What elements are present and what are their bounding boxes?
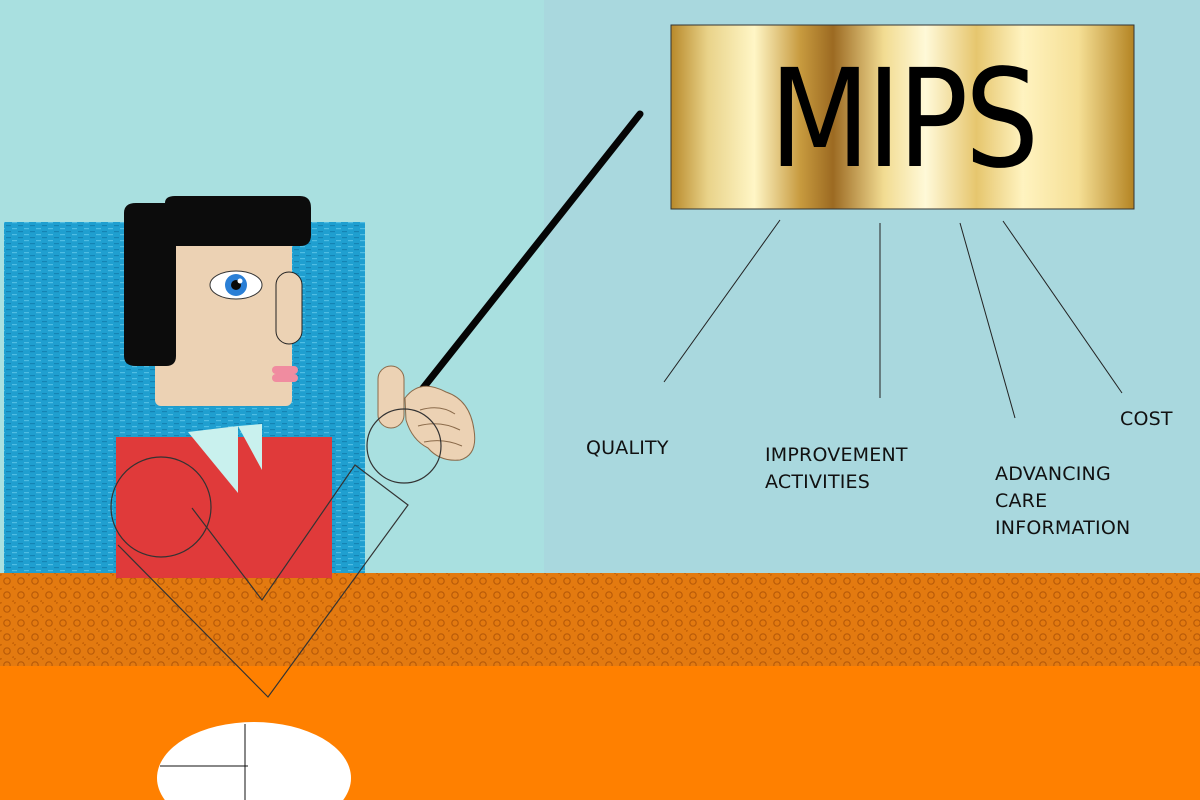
ear-nose — [275, 271, 303, 345]
outline-circle-hand — [366, 408, 442, 484]
label-cost: COST — [1120, 408, 1173, 430]
branch-line-quality — [663, 219, 781, 383]
thumb — [377, 365, 405, 429]
collar-left — [188, 426, 238, 493]
label-advancing-care-information: ADVANCING CARE INFORMATION — [995, 463, 1131, 539]
mips-title: MIPS — [769, 41, 1039, 199]
label-improvement-activities: IMPROVEMENT ACTIVITIES — [765, 444, 908, 493]
pointer-stick — [408, 110, 644, 406]
lip-bottom — [272, 374, 298, 382]
floor-pattern — [0, 573, 1200, 666]
collar-right — [238, 424, 262, 470]
eye-glint — [237, 278, 243, 284]
outline-circle-left — [110, 456, 212, 558]
face — [155, 228, 292, 406]
white-plate — [157, 722, 351, 800]
finger-lines — [417, 407, 463, 447]
lip-top — [272, 366, 298, 374]
outline-v-shape — [117, 464, 409, 698]
label-quality: QUALITY — [586, 437, 669, 459]
hair — [124, 196, 311, 366]
mips-banner — [670, 24, 1135, 210]
branch-line-advancing — [959, 222, 1016, 419]
hand — [404, 385, 476, 461]
branch-line-cost — [1002, 220, 1123, 394]
